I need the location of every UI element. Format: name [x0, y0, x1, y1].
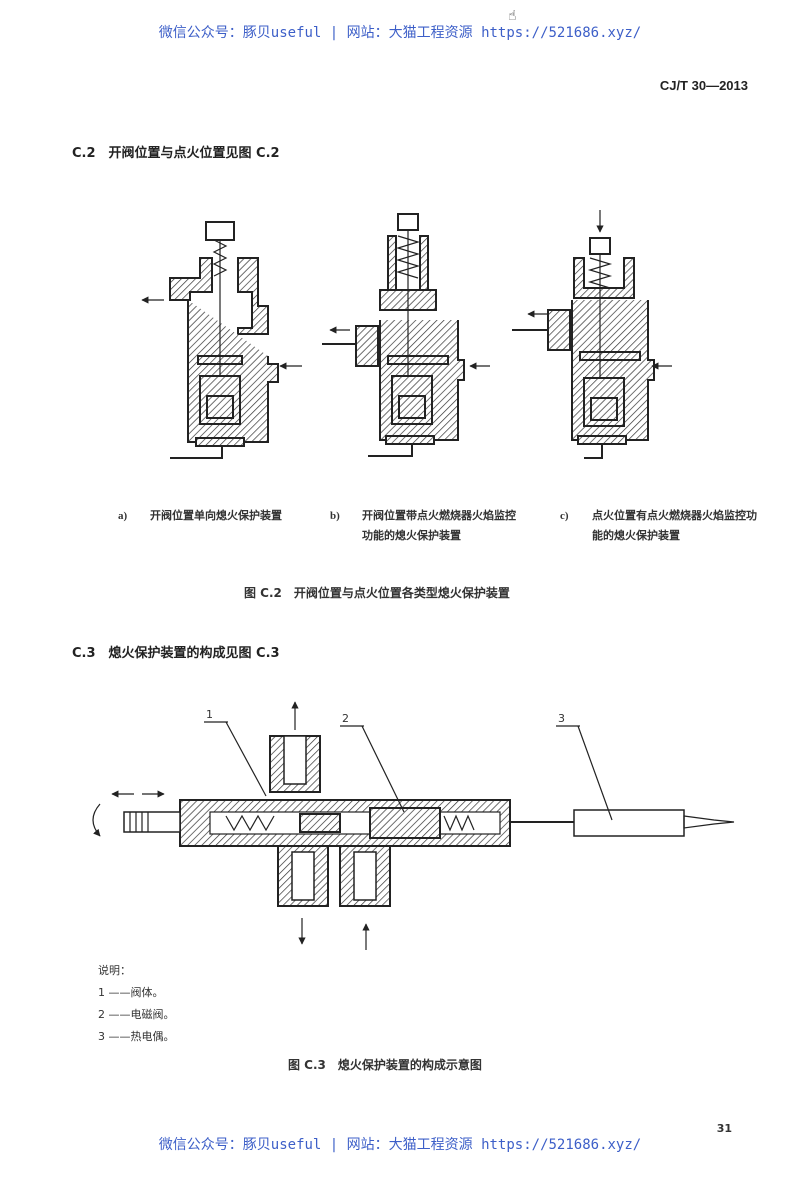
section-c3-title: 熄火保护装置的构成见图 C.3 [108, 646, 280, 661]
subfigure-a-text: 开阀位置单向熄火保护装置 [150, 509, 282, 522]
figure-c2-caption: 图 C.2 开阀位置与点火位置各类型熄火保护装置 [244, 586, 510, 600]
legend-item: 3 ——热电偶。 [98, 1026, 175, 1048]
callout-2: 2 [342, 712, 349, 725]
section-c3-heading: C.3 熄火保护装置的构成见图 C.3 [72, 642, 280, 661]
section-c2-title: 开阀位置与点火位置见图 C.2 [108, 146, 280, 161]
valve-diagram-b [322, 213, 490, 457]
figure-c3-legend: 说明： 1 ——阀体。 2 ——电磁阀。 3 ——热电偶。 [98, 960, 175, 1048]
section-c3-number: C.3 [72, 646, 96, 661]
legend-text: ——阀体。 [108, 986, 164, 999]
legend-item: 2 ——电磁阀。 [98, 1004, 175, 1026]
flame-failure-device-diagram [92, 701, 735, 950]
subfigure-c-text: 点火位置有点火燃烧器火焰监控功能的熄火保护装置 [592, 509, 757, 542]
subfigure-b-text: 开阀位置带点火燃烧器火焰监控功能的熄火保护装置 [362, 509, 516, 542]
callout-1: 1 [206, 708, 213, 721]
legend-text: ——热电偶。 [108, 1030, 175, 1043]
subfigure-c-caption: c) 点火位置有点火燃烧器火焰监控功能的熄火保护装置 [560, 506, 764, 546]
section-c2-heading: C.2 开阀位置与点火位置见图 C.2 [72, 142, 280, 161]
callout-3: 3 [558, 712, 565, 725]
watermark-bottom: 微信公众号：豚贝useful | 网站：大猫工程资源 https://52168… [158, 1137, 642, 1153]
legend-text: ——电磁阀。 [108, 1008, 175, 1021]
figure-c3-caption: 图 C.3 熄火保护装置的构成示意图 [288, 1058, 482, 1072]
legend-num: 2 [98, 1008, 105, 1021]
valve-diagram-c [512, 210, 672, 459]
watermark-top: 微信公众号：豚贝useful | 网站：大猫工程资源 https://52168… [158, 25, 642, 41]
legend-num: 3 [98, 1030, 105, 1043]
subfigure-b-tag: b) [330, 510, 340, 522]
legend-title: 说明： [98, 964, 131, 977]
page-number: 31 [716, 1122, 732, 1135]
subfigure-c-tag: c) [560, 510, 569, 522]
section-c2-number: C.2 [72, 146, 96, 161]
legend-num: 1 [98, 986, 105, 999]
legend-item: 1 ——阀体。 [98, 982, 175, 1004]
standard-number: CJ/T 30—2013 [659, 78, 748, 93]
subfigure-a-caption: a) 开阀位置单向熄火保护装置 [118, 506, 308, 526]
valve-diagram-a [141, 221, 302, 459]
subfigure-b-caption: b) 开阀位置带点火燃烧器火焰监控功能的熄火保护装置 [330, 506, 524, 546]
subfigure-a-tag: a) [118, 510, 128, 522]
hand-cursor-icon: ☝ [508, 8, 517, 24]
